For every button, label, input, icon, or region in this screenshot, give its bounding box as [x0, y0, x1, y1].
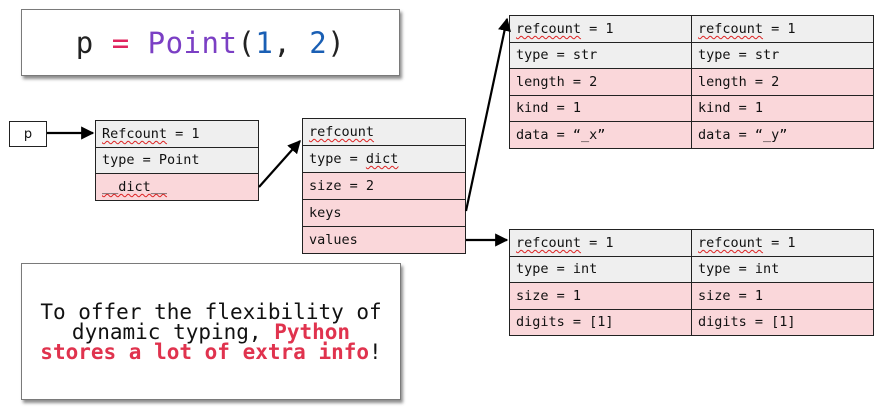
- field-prefix: size = 1: [698, 287, 764, 304]
- object-field: type = int: [691, 255, 874, 283]
- field-keyword: __dict__: [102, 178, 168, 195]
- object-field: type = str: [509, 41, 692, 69]
- object-field: data = “_y”: [691, 121, 874, 149]
- pointer-variable-p: p: [9, 121, 47, 147]
- field-prefix: type = int: [698, 261, 780, 278]
- code-arg-2: 2: [309, 25, 328, 60]
- pointer-label: p: [23, 126, 33, 142]
- object-row: size = 1 size = 1: [509, 282, 874, 310]
- point-object: Refcount = 1 type = Point __dict__: [95, 120, 259, 201]
- field-prefix: digits = [1]: [698, 314, 796, 331]
- object-row: type = int type = int: [509, 255, 874, 283]
- code-comma: ,: [273, 25, 310, 60]
- object-field: type = dict: [302, 145, 466, 173]
- field-keyword: refcount: [698, 234, 764, 251]
- field-prefix: kind = 1: [698, 100, 764, 117]
- code-close-paren: ): [327, 25, 346, 60]
- field-prefix: size = 1: [516, 287, 582, 304]
- object-field: refcount: [302, 118, 466, 146]
- arrow-dict-to-dict-object: [258, 140, 301, 188]
- field-keyword: refcount: [516, 20, 582, 37]
- object-field: Refcount = 1: [95, 120, 259, 148]
- dict-object: refcount type = dict size = 2 keys values: [302, 118, 466, 254]
- field-prefix: keys: [309, 205, 342, 221]
- field-suffix: = 1: [763, 20, 796, 37]
- field-prefix: data = “_y”: [698, 126, 788, 143]
- object-field: length = 2: [509, 68, 692, 96]
- field-suffix: = 1: [581, 234, 614, 251]
- object-row: keys: [302, 199, 466, 227]
- object-row: length = 2 length = 2: [509, 68, 874, 96]
- field-suffix: = 1: [763, 234, 796, 251]
- field-keyword: refcount: [516, 234, 582, 251]
- object-row: refcount: [302, 118, 466, 146]
- field-prefix: type = str: [516, 47, 598, 64]
- object-row: type = dict: [302, 145, 466, 173]
- code-arg-1: 1: [255, 25, 274, 60]
- field-prefix: digits = [1]: [516, 314, 614, 331]
- note-text: To offer the flexibility of dynamic typi…: [40, 299, 382, 344]
- code-variable: p: [75, 25, 94, 60]
- code-open-paren: (: [237, 25, 256, 60]
- object-field: digits = [1]: [509, 308, 692, 336]
- object-row: Refcount = 1: [95, 120, 259, 148]
- field-prefix: type = int: [516, 261, 598, 278]
- field-prefix: kind = 1: [516, 100, 582, 117]
- object-row: values: [302, 226, 466, 254]
- field-keyword: refcount: [309, 124, 375, 140]
- code-assign-operator: =: [111, 25, 130, 60]
- object-field: digits = [1]: [691, 308, 874, 336]
- object-row: kind = 1 kind = 1: [509, 94, 874, 122]
- note-highlight: Python stores a lot of extra info: [40, 319, 370, 364]
- object-field: __dict__: [95, 173, 259, 201]
- field-prefix: type =: [309, 151, 366, 167]
- object-field: size = 1: [691, 282, 874, 310]
- field-prefix: type = Point: [102, 152, 200, 169]
- arrow-keys-to-strs: [464, 17, 511, 212]
- field-suffix: = 1: [581, 20, 614, 37]
- field-prefix: size = 2: [309, 178, 375, 194]
- explanation-note-box: To offer the flexibility of dynamic typi…: [21, 263, 401, 400]
- field-suffix: = 1: [167, 125, 200, 142]
- object-field: type = int: [509, 255, 692, 283]
- object-field: refcount = 1: [691, 15, 874, 43]
- field-prefix: values: [309, 232, 358, 248]
- object-field: values: [302, 226, 466, 254]
- field-prefix: data = “_x”: [516, 126, 606, 143]
- code-class-name: Point: [147, 25, 238, 60]
- field-keyword: dict: [365, 151, 399, 167]
- field-prefix: type = str: [698, 47, 780, 64]
- explanation-text: To offer the flexibility of dynamic typi…: [34, 299, 388, 364]
- object-row: type = str type = str: [509, 41, 874, 69]
- object-field: kind = 1: [691, 94, 874, 122]
- object-field: refcount = 1: [691, 229, 874, 257]
- field-keyword: refcount: [698, 20, 764, 37]
- object-row: __dict__: [95, 173, 259, 201]
- object-field: refcount = 1: [509, 15, 692, 43]
- code-statement-box: p = Point(1, 2): [21, 9, 400, 76]
- object-field: refcount = 1: [509, 229, 692, 257]
- object-field: data = “_x”: [509, 121, 692, 149]
- object-row: digits = [1] digits = [1]: [509, 308, 874, 336]
- note-end: !: [369, 339, 382, 364]
- object-field: length = 2: [691, 68, 874, 96]
- field-prefix: length = 2: [516, 73, 598, 90]
- field-keyword: Refcount: [102, 125, 168, 142]
- object-field: kind = 1: [509, 94, 692, 122]
- object-field: type = Point: [95, 146, 259, 174]
- object-field: type = str: [691, 41, 874, 69]
- object-row: data = “_x” data = “_y”: [509, 121, 874, 149]
- field-prefix: length = 2: [698, 73, 780, 90]
- object-row: type = Point: [95, 146, 259, 174]
- object-field: keys: [302, 199, 466, 227]
